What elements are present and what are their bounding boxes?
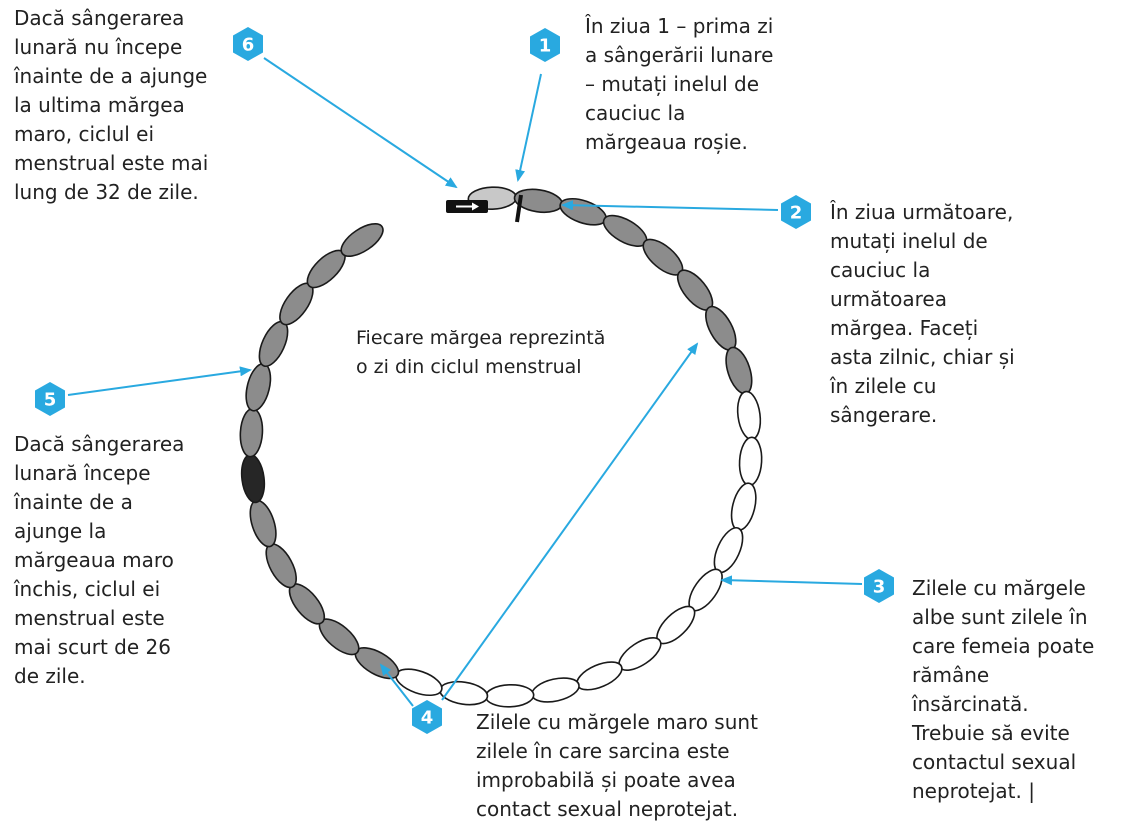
badge-5: 5	[35, 382, 65, 416]
badge-3-number: 3	[873, 577, 886, 598]
bead-white	[738, 436, 763, 487]
pointer-line-4a	[441, 342, 699, 701]
bead-white	[736, 390, 762, 441]
pointer-line-5	[67, 366, 252, 396]
callout-2-text: În ziua următoare, mutați inelul de cauc…	[830, 200, 1015, 427]
pointer-line-1	[515, 73, 542, 182]
bead-white	[576, 661, 623, 691]
pointer-line-3	[720, 575, 863, 586]
badge-1: 1	[530, 28, 560, 62]
pointer-line-6	[263, 57, 458, 189]
bead-brown	[249, 499, 277, 548]
badge-2-number: 2	[790, 203, 803, 224]
badge-3: 3	[864, 569, 894, 603]
callout-5-text: Dacă sângerarea lunară începe înainte de…	[14, 432, 185, 688]
badge-1-number: 1	[539, 36, 552, 57]
callout-6-text: Dacă sângerarea lunară nu începe înainte…	[14, 6, 209, 204]
bead-brown	[265, 543, 297, 589]
bead-white	[730, 482, 757, 531]
bead-dark-brown	[240, 453, 266, 504]
rubber-ring-arrow	[446, 194, 523, 223]
callout-3-text: Zilele cu mărgele albe sunt zilele în ca…	[912, 576, 1095, 803]
bead-white	[484, 683, 535, 708]
center-label-line-2: o zi din ciclul menstrual	[356, 356, 582, 378]
bead-brown	[705, 305, 737, 351]
badge-4: 4	[412, 700, 442, 734]
bead-brown	[245, 363, 272, 412]
bead-brown	[239, 407, 264, 458]
pointer-line-2	[561, 200, 779, 211]
badge-4-number: 4	[421, 708, 434, 729]
callout-1-text: În ziua 1 – prima zi a sângerării lunare…	[585, 14, 774, 154]
bead-white	[531, 677, 580, 703]
badge-6-number: 6	[242, 35, 255, 56]
bead-brown	[340, 223, 384, 257]
badge-2: 2	[781, 195, 811, 229]
callout-4-text: Zilele cu mărgele maro sunt zilele în ca…	[476, 710, 758, 821]
badge-5-number: 5	[44, 390, 57, 411]
pointer-line-4b	[379, 663, 414, 707]
bead-brown	[725, 346, 753, 395]
badge-6: 6	[233, 27, 263, 61]
bead-white	[395, 668, 443, 697]
bead-necklace	[239, 186, 763, 708]
center-label-line-1: Fiecare mărgea reprezintă	[356, 327, 606, 349]
center-label: Fiecare mărgea reprezintă o zi din ciclu…	[356, 324, 605, 382]
bead-brown	[559, 197, 607, 226]
bead-brown	[258, 320, 289, 368]
bead-white	[713, 526, 744, 574]
